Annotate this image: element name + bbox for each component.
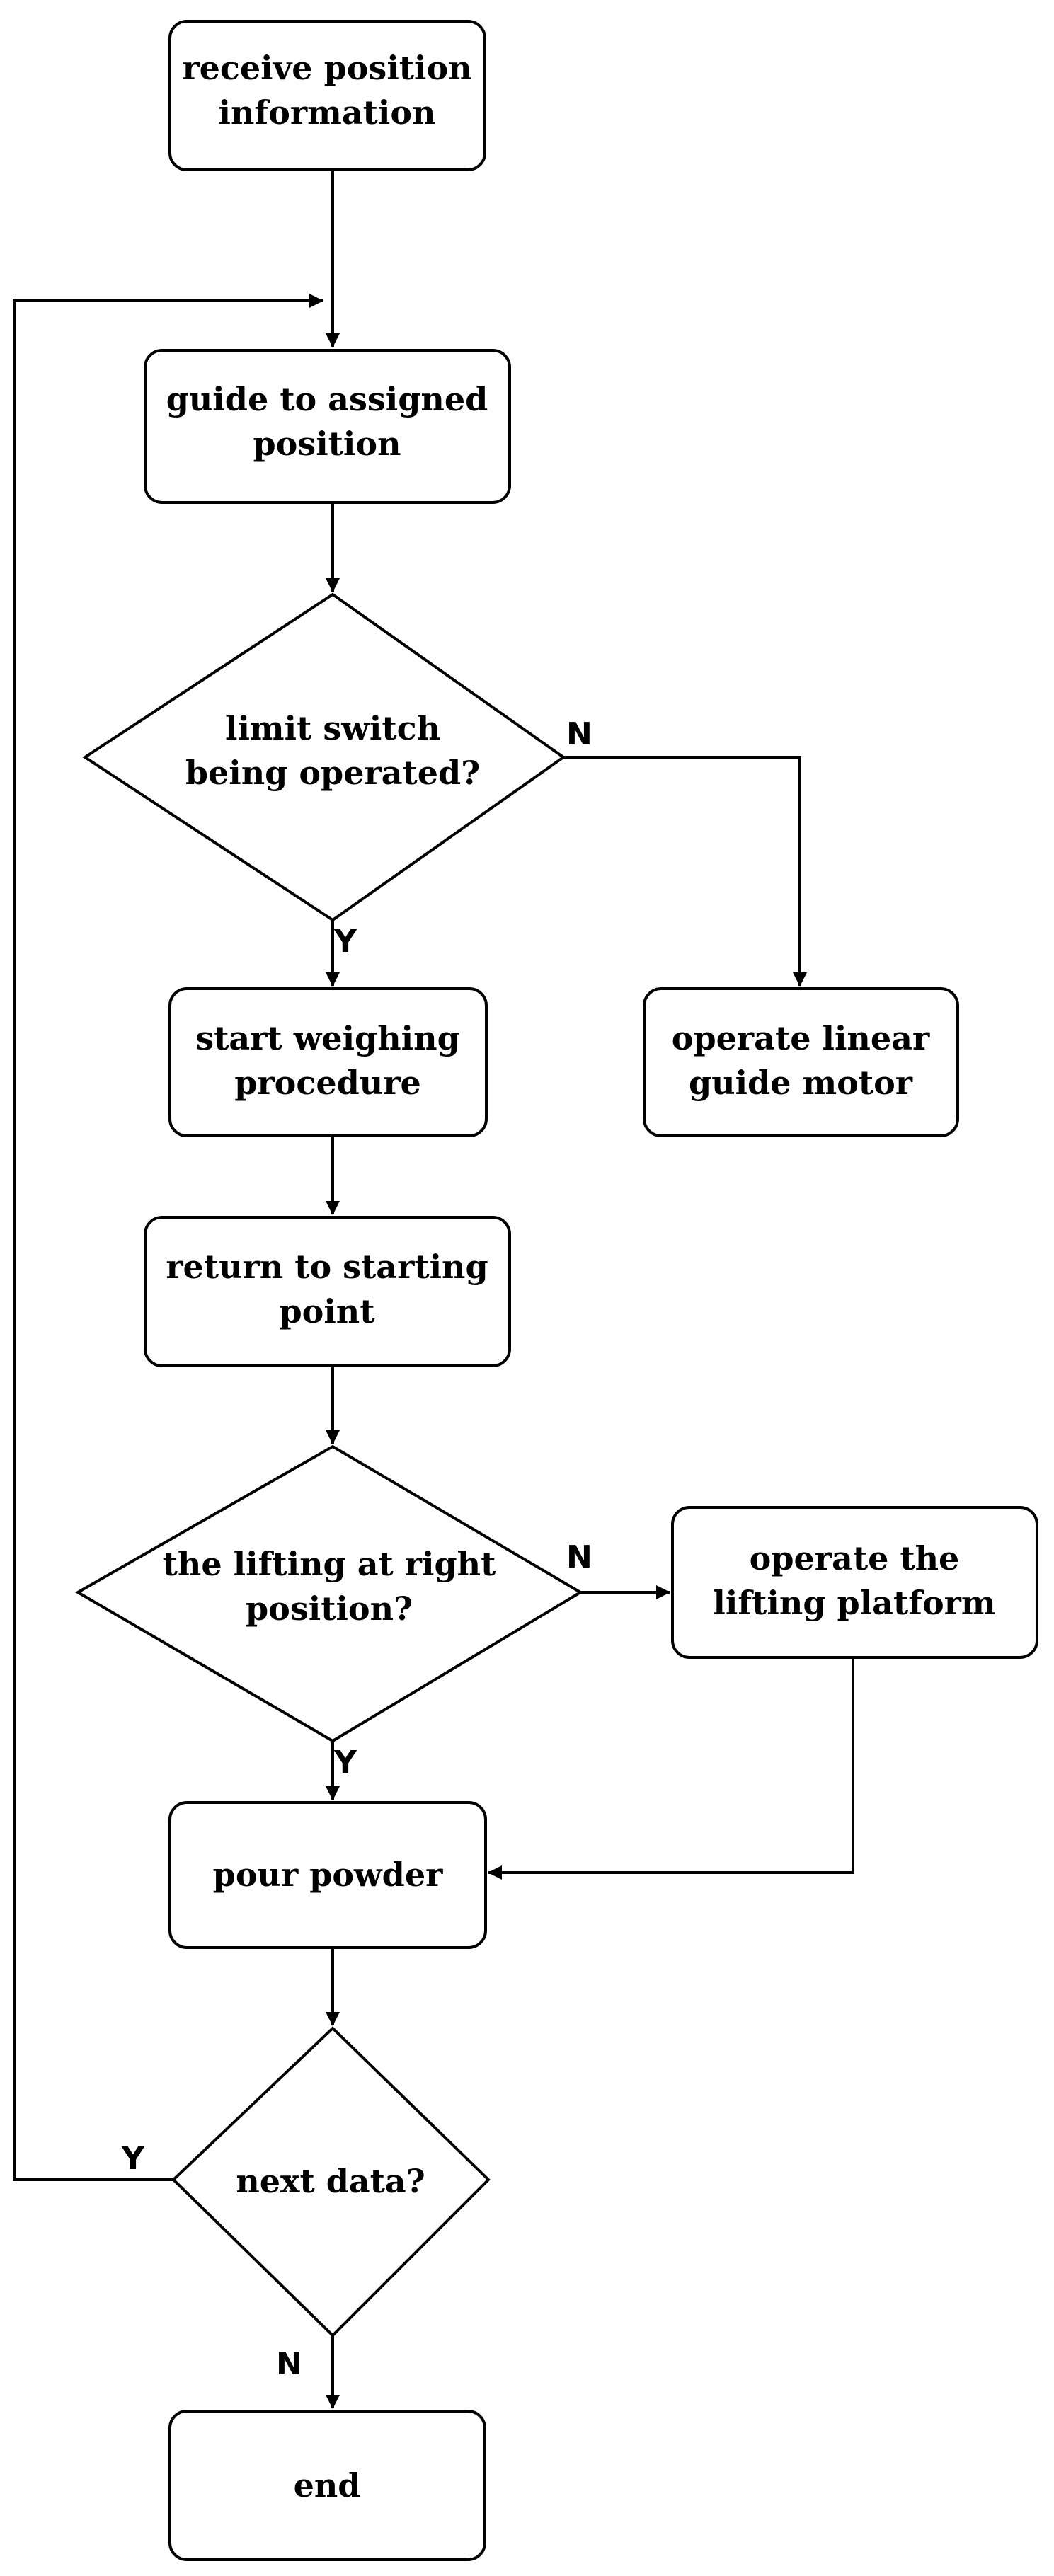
node-return-line-2: point	[279, 1292, 375, 1330]
edge-next-to-guide	[13, 294, 323, 2181]
connectors	[13, 170, 854, 2409]
node-lifting-line-2: position?	[246, 1589, 413, 1628]
nodes: receive position information guide to as…	[75, 20, 1038, 2561]
node-lifting-line-1: the lifting at right	[163, 1545, 496, 1583]
label-lifting-no: N	[566, 1539, 592, 1575]
label-lifting-yes: Y	[333, 1744, 357, 1781]
node-platform-line-2: lifting platform	[713, 1584, 995, 1622]
node-receive-line-2: information	[219, 93, 436, 132]
node-receive-line-1: receive position	[182, 49, 471, 87]
node-platform-line-1: operate the	[750, 1539, 960, 1577]
node-guide-line-2: position	[253, 425, 401, 463]
node-motor-line-1: operate linear	[672, 1019, 930, 1057]
label-next-yes: Y	[121, 2141, 145, 2177]
node-lifting: the lifting at right position?	[75, 1444, 583, 1743]
node-guide-line-1: guide to assigned	[166, 380, 488, 418]
node-motor: operate linear guide motor	[643, 987, 959, 1137]
node-limit: limit switch being operated?	[82, 592, 566, 922]
node-weigh: start weighing procedure	[168, 987, 488, 1137]
node-limit-line-1: limit switch	[225, 709, 440, 747]
node-limit-line-2: being operated?	[185, 754, 480, 792]
node-weigh-line-2: procedure	[234, 1064, 420, 1102]
label-limit-no: N	[566, 716, 592, 752]
node-end: end	[168, 2410, 486, 2561]
node-end-line-1: end	[294, 2466, 361, 2505]
label-limit-yes: Y	[333, 924, 357, 960]
edge-limit-to-motor	[563, 756, 807, 987]
node-next: next data?	[171, 2026, 491, 2338]
node-next-line-1: next data?	[236, 2162, 425, 2200]
node-pour: pour powder	[168, 1801, 487, 1949]
node-platform: operate the lifting platform	[671, 1506, 1038, 1659]
node-guide: guide to assigned position	[144, 349, 511, 504]
node-motor-line-2: guide motor	[689, 1064, 913, 1102]
node-receive: receive position information	[168, 20, 486, 171]
node-return-line-1: return to starting	[166, 1248, 488, 1286]
edge-platform-to-pour	[488, 1657, 854, 1880]
node-weigh-line-1: start weighing	[195, 1019, 459, 1057]
branch-labels: N Y N Y Y N	[121, 716, 592, 2382]
label-next-no: N	[276, 2346, 302, 2382]
node-return: return to starting point	[144, 1216, 511, 1367]
node-pour-line-1: pour powder	[213, 1856, 443, 1894]
